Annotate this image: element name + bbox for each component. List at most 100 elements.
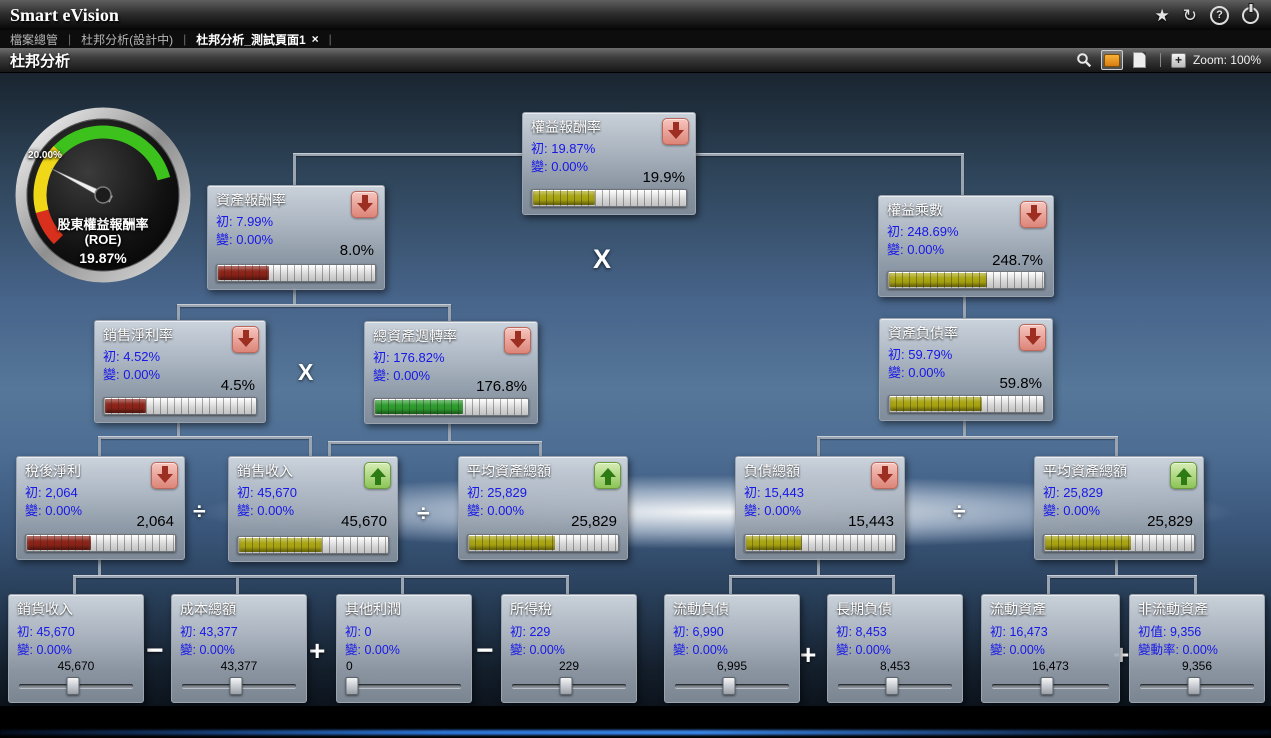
help-icon[interactable]: ? [1210, 5, 1229, 25]
document-icon[interactable] [1130, 51, 1150, 69]
tab-dupont-designing[interactable]: 杜邦分析(設計中) [81, 32, 174, 47]
node-total-asset-turnover[interactable]: 總資產週轉率 初: 176.82% 變: 0.00% 176.8% [364, 321, 538, 424]
node-total-cost[interactable]: 成本總額 初: 43,377 變: 0.00% 43,377 [171, 594, 307, 703]
connector-line [448, 304, 451, 322]
connector-line [448, 422, 451, 443]
roe-gauge: 20.00% 股東權益報酬率 (ROE) 19.87% [14, 106, 192, 284]
slider-handle[interactable] [885, 677, 899, 695]
node-current-assets[interactable]: 流動資產 初: 16,473 變: 0.00% 16,473 [981, 594, 1120, 703]
gauge-subtitle: (ROE) [84, 232, 122, 247]
connector-line [73, 575, 76, 595]
node-total-liabilities[interactable]: 負債總額 初: 15,443 變: 0.00% 15,443 [735, 456, 905, 560]
node-debt-ratio[interactable]: 資產負債率 初: 59.79% 變: 0.00% 59.8% [879, 318, 1053, 421]
connector-line [1115, 436, 1118, 457]
operator-plus: + [309, 635, 326, 666]
node-initial: 初: 45,670 [17, 625, 75, 639]
progress-meter [237, 536, 389, 554]
operator-divide: ÷ [193, 498, 206, 524]
slider-handle[interactable] [229, 677, 243, 695]
trend-down-icon [232, 326, 259, 353]
close-tab-icon[interactable]: × [311, 32, 319, 46]
zoom-in-button[interactable]: + [1170, 52, 1186, 68]
connector-line [1194, 575, 1197, 595]
progress-meter [744, 534, 896, 552]
connector-line [177, 304, 180, 321]
node-net-profit-margin[interactable]: 銷售淨利率 初: 4.52% 變: 0.00% 4.5% [94, 320, 266, 423]
refresh-icon[interactable]: ↻ [1182, 5, 1197, 25]
node-average-total-assets-right[interactable]: 平均資產總額 初: 25,829 變: 0.00% 25,829 [1034, 456, 1204, 560]
power-icon[interactable] [1242, 6, 1259, 24]
node-long-term-liabilities[interactable]: 長期負債 初: 8,453 變: 0.00% 8,453 [827, 594, 963, 703]
node-sales-income[interactable]: 銷貨收入 初: 45,670 變: 0.00% 45,670 [8, 594, 144, 703]
progress-meter [887, 271, 1045, 289]
slider-handle[interactable] [722, 677, 736, 695]
node-other-profit[interactable]: 其他利潤 初: 0 變: 0.00% 0 [336, 594, 472, 703]
node-non-current-assets[interactable]: 非流動資產 初值: 9,356 變動率: 0.00% 9,356 [1129, 594, 1265, 703]
node-title: 負債總額 [744, 463, 800, 479]
node-title: 其他利潤 [345, 601, 401, 617]
node-title: 長期負債 [836, 601, 892, 617]
zoom-level: Zoom: 100% [1192, 53, 1261, 67]
node-sales-revenue[interactable]: 銷售收入 初: 45,670 變: 0.00% 45,670 [228, 456, 398, 562]
node-return-on-assets[interactable]: 資產報酬率 初: 7.99% 變: 0.00% 8.0% [207, 185, 385, 290]
node-change: 變: 0.00% [888, 365, 946, 380]
operator-minus: − [146, 634, 164, 667]
tab-separator: | [183, 32, 187, 46]
node-initial: 初: 2,064 [25, 485, 78, 500]
connector-line [98, 558, 101, 577]
slider-track[interactable] [347, 684, 461, 688]
progress-meter [25, 534, 176, 552]
tab-dupont-test-page[interactable]: 杜邦分析_測試頁面1 × [196, 31, 318, 48]
header-icons: ★ ↻ ? [1154, 5, 1259, 25]
node-initial: 初: 43,377 [180, 625, 238, 639]
connector-line [401, 575, 404, 595]
trend-down-icon [151, 462, 178, 489]
operator-minus: − [476, 634, 494, 667]
trend-up-icon [594, 462, 621, 489]
node-income-tax[interactable]: 所得稅 初: 229 變: 0.00% 229 [501, 594, 637, 703]
connector-line [1047, 575, 1050, 595]
slider-handle[interactable] [345, 677, 359, 695]
connector-line [293, 288, 296, 306]
slider-handle[interactable] [1187, 677, 1201, 695]
slider-value: 16,473 [1032, 659, 1069, 673]
node-change: 變: 0.00% [744, 503, 802, 518]
node-initial: 初: 4.52% [103, 349, 161, 364]
slider-value: 43,377 [220, 659, 258, 673]
node-change: 變: 0.00% [467, 503, 525, 518]
progress-meter [1043, 534, 1195, 552]
node-value: 8.0% [339, 242, 374, 259]
node-value: 176.8% [476, 378, 527, 395]
node-average-total-assets[interactable]: 平均資產總額 初: 25,829 變: 0.00% 25,829 [458, 456, 628, 560]
slider-handle[interactable] [1040, 677, 1054, 695]
node-initial: 初: 16,473 [990, 625, 1048, 639]
connector-line [694, 153, 964, 156]
node-equity-multiplier[interactable]: 權益乘數 初: 248.69% 變: 0.00% 248.7% [878, 195, 1054, 297]
connector-line [566, 575, 569, 595]
node-equity-return-rate[interactable]: 權益報酬率 初: 19.87% 變: 0.00% 19.9% [522, 112, 696, 215]
app-title: Smart eVision [10, 4, 119, 25]
toolbar-divider [1159, 53, 1161, 67]
export-slide-icon[interactable] [1100, 50, 1123, 70]
trend-down-icon [1019, 324, 1046, 351]
connector-line [73, 575, 569, 578]
connector-line [328, 441, 542, 444]
slider-handle[interactable] [559, 677, 573, 695]
favorites-star-icon[interactable]: ★ [1154, 5, 1170, 25]
node-current-liabilities[interactable]: 流動負債 初: 6,990 變: 0.00% 6,995 [664, 594, 800, 703]
node-value: 59.8% [999, 375, 1042, 392]
zoom-tool-icon[interactable] [1074, 51, 1094, 69]
node-initial: 初: 0 [345, 625, 372, 639]
tab-file-explorer[interactable]: 檔案總管 [10, 32, 59, 47]
node-change: 變: 0.00% [103, 367, 161, 382]
node-initial: 初: 59.79% [888, 347, 953, 362]
progress-meter [373, 398, 529, 416]
connector-line [309, 436, 312, 457]
node-net-income-after-tax[interactable]: 稅後淨利 初: 2,064 變: 0.00% 2,064 [16, 456, 185, 560]
node-title: 銷售收入 [237, 463, 293, 479]
node-title: 成本總額 [180, 601, 236, 617]
slider-handle[interactable] [66, 677, 80, 695]
operator-divide: ÷ [953, 498, 966, 524]
trend-down-icon [1020, 201, 1047, 228]
node-change: 變: 0.00% [836, 643, 891, 657]
